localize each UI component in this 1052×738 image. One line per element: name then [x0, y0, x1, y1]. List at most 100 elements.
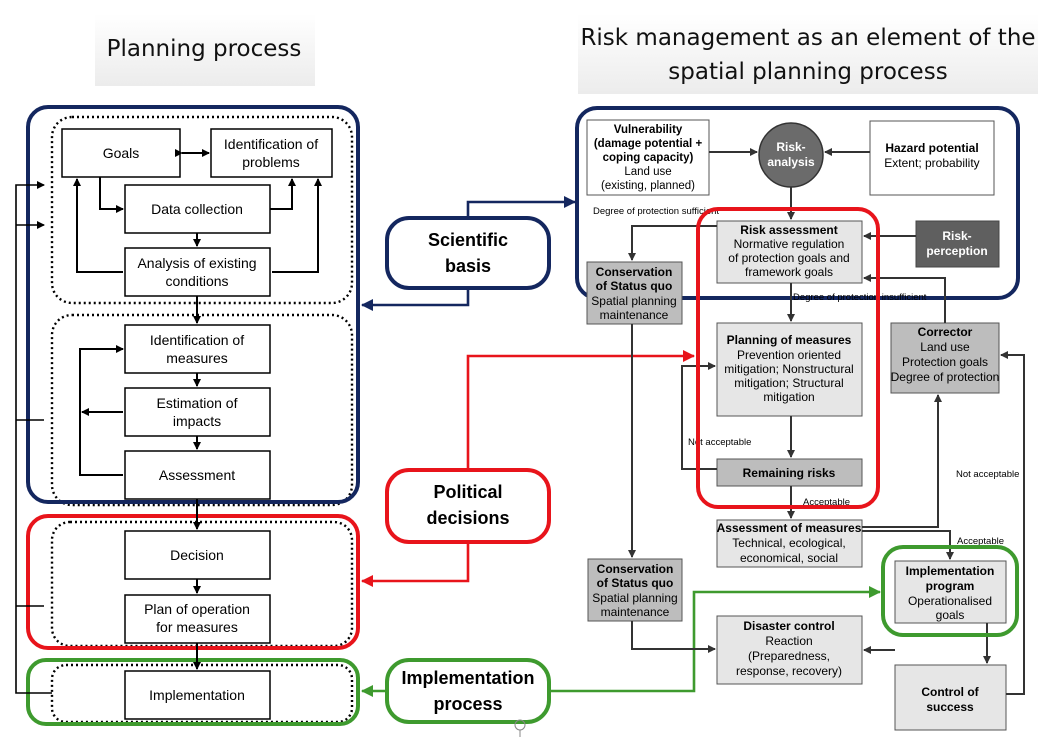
- label-acceptable-1: Acceptable: [803, 497, 850, 508]
- svg-text:for measures: for measures: [156, 619, 238, 635]
- box-data-collection: Data collection: [124, 184, 271, 234]
- box-implementation-program: Implementation program Operationalised g…: [894, 560, 1007, 624]
- box-identification-measures: Identification of measures: [124, 324, 271, 374]
- dotted-group-measures: [50, 313, 354, 507]
- svg-text:success: success: [926, 700, 974, 714]
- svg-text:Risk assessment: Risk assessment: [740, 223, 837, 237]
- box-remaining-risks: Remaining risks: [716, 458, 863, 487]
- svg-text:framework goals: framework goals: [745, 265, 833, 279]
- box-vulnerability: Vulnerability (damage potential + coping…: [586, 119, 710, 196]
- planning-arrows: [73, 149, 322, 670]
- box-risk-assessment: Risk assessment Normative regulation of …: [716, 220, 863, 284]
- svg-text:Data collection: Data collection: [151, 201, 243, 217]
- planning-feedback-loop: [15, 181, 52, 694]
- svg-text:Spatial planning: Spatial planning: [591, 294, 676, 308]
- svg-text:Estimation of: Estimation of: [157, 395, 238, 411]
- box-decision: Decision: [124, 530, 271, 580]
- svg-text:Spatial planning: Spatial planning: [592, 591, 677, 605]
- svg-text:Conservation: Conservation: [596, 265, 673, 279]
- svg-text:perception: perception: [926, 244, 987, 258]
- svg-text:Political: Political: [433, 482, 502, 502]
- box-planning-measures: Planning of measures Prevention oriented…: [716, 322, 863, 417]
- svg-text:basis: basis: [445, 256, 491, 276]
- svg-text:goals: goals: [936, 608, 965, 622]
- header-risk: Risk management as an element of the spa…: [578, 14, 1038, 94]
- header-risk-title-line2: spatial planning process: [668, 59, 947, 85]
- frame-scientific-right: [575, 106, 1020, 300]
- connector-implementation-process: Implementation process: [385, 658, 551, 724]
- svg-text:Remaining risks: Remaining risks: [743, 466, 836, 480]
- svg-text:economical, social: economical, social: [740, 551, 838, 565]
- circle-risk-analysis: Risk- analysis: [758, 122, 824, 188]
- svg-text:Operationalised: Operationalised: [908, 594, 992, 608]
- svg-text:program: program: [926, 579, 975, 593]
- svg-text:Disaster control: Disaster control: [743, 619, 834, 633]
- box-analysis: Analysis of existing conditions: [124, 247, 271, 297]
- svg-text:Implementation: Implementation: [906, 564, 995, 578]
- connector-scientific-basis: Scientific basis: [385, 216, 551, 290]
- svg-text:Planning of measures: Planning of measures: [727, 333, 852, 347]
- box-risk-perception: Risk- perception: [915, 220, 1000, 268]
- svg-text:Protection goals: Protection goals: [902, 355, 988, 369]
- svg-text:mitigation; Nonstructural: mitigation; Nonstructural: [724, 362, 853, 376]
- svg-text:measures: measures: [166, 350, 227, 366]
- svg-text:Assessment of measures: Assessment of measures: [717, 521, 862, 535]
- label-not-acceptable-2: Not acceptable: [956, 469, 1019, 480]
- svg-text:Degree of protection: Degree of protection: [891, 370, 1000, 384]
- svg-text:Risk-: Risk-: [776, 140, 805, 154]
- label-not-acceptable-1: Not acceptable: [688, 437, 751, 448]
- svg-text:(damage potential +: (damage potential +: [594, 138, 703, 150]
- box-assessment: Assessment: [124, 450, 271, 500]
- svg-text:Implementation: Implementation: [149, 687, 245, 703]
- svg-text:Identification of: Identification of: [224, 136, 318, 152]
- svg-text:of Status quo: of Status quo: [596, 279, 673, 293]
- svg-text:Corrector: Corrector: [918, 325, 973, 339]
- svg-text:maintenance: maintenance: [600, 308, 669, 322]
- frame-scientific-left: [26, 105, 360, 504]
- svg-text:Analysis of existing: Analysis of existing: [137, 255, 256, 271]
- svg-text:(existing, planned): (existing, planned): [601, 180, 695, 192]
- svg-text:mitigation; Structural: mitigation; Structural: [734, 376, 843, 390]
- label-degree-sufficient: Degree of protection sufficient: [593, 206, 719, 217]
- svg-text:mitigation: mitigation: [763, 390, 814, 404]
- svg-text:Normative regulation: Normative regulation: [734, 237, 845, 251]
- svg-text:Conservation: Conservation: [597, 562, 674, 576]
- svg-text:Reaction: Reaction: [765, 634, 812, 648]
- box-conservation-top: Conservation of Status quo Spatial plann…: [586, 261, 683, 325]
- svg-text:Plan of operation: Plan of operation: [144, 601, 250, 617]
- frame-implementation-left: [26, 658, 360, 726]
- box-hazard: Hazard potential Extent; probability: [869, 120, 995, 196]
- header-risk-title-line1: Risk management as an element of the: [580, 25, 1035, 51]
- svg-text:of Status quo: of Status quo: [597, 576, 674, 590]
- box-conservation-bottom: Conservation of Status quo Spatial plann…: [587, 558, 683, 622]
- box-corrector: Corrector Land use Protection goals Degr…: [890, 322, 1000, 394]
- box-disaster-control: Disaster control Reaction (Preparedness,…: [716, 615, 863, 685]
- label-acceptable-2: Acceptable: [957, 536, 1004, 547]
- svg-text:impacts: impacts: [173, 413, 221, 429]
- svg-text:Technical, ecological,: Technical, ecological,: [732, 536, 845, 550]
- svg-text:maintenance: maintenance: [601, 605, 670, 619]
- svg-text:Decision: Decision: [170, 547, 224, 563]
- svg-text:Vulnerability: Vulnerability: [614, 124, 683, 136]
- svg-text:Implementation: Implementation: [401, 668, 534, 688]
- connector-arrows: [361, 196, 881, 697]
- svg-text:Hazard potential: Hazard potential: [885, 141, 978, 155]
- svg-text:response, recovery): response, recovery): [736, 664, 842, 678]
- anchor-icon: [514, 719, 526, 737]
- svg-text:Prevention oriented: Prevention oriented: [737, 348, 841, 362]
- frame-implementation-right: [881, 545, 1019, 637]
- header-planning-title: Planning process: [107, 36, 302, 62]
- header-planning: Planning process: [95, 14, 315, 86]
- svg-text:Land use: Land use: [920, 340, 970, 354]
- box-assessment-measures: Assessment of measures Technical, ecolog…: [716, 519, 863, 568]
- svg-text:problems: problems: [242, 154, 300, 170]
- box-implementation: Implementation: [124, 670, 271, 720]
- box-identification-problems: Identification of problems: [210, 128, 333, 178]
- box-plan-operation: Plan of operation for measures: [124, 594, 271, 644]
- box-goals: Goals: [61, 128, 181, 178]
- svg-text:Risk-: Risk-: [942, 229, 971, 243]
- svg-text:analysis: analysis: [767, 155, 815, 169]
- svg-text:Goals: Goals: [103, 145, 140, 161]
- svg-text:decisions: decisions: [426, 508, 509, 528]
